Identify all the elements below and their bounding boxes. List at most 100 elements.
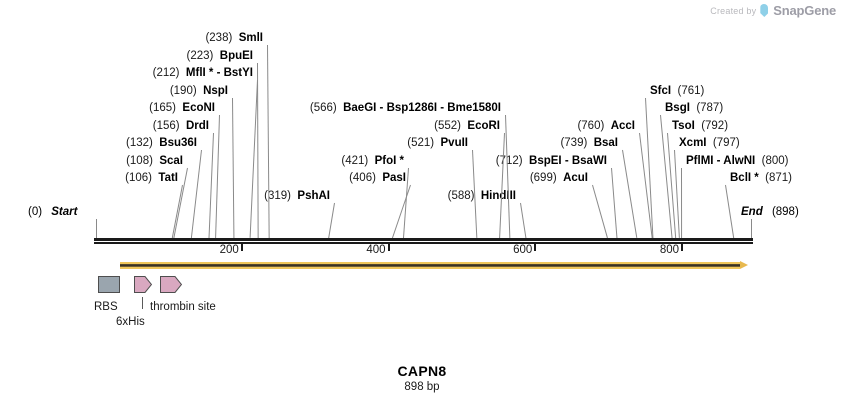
enzyme-leader-line	[328, 202, 335, 239]
enzyme-label[interactable]: (760) AccI	[0, 120, 635, 132]
enzyme-position: (212)	[152, 67, 180, 79]
start-name: Start	[51, 206, 78, 218]
enzyme-position: (421)	[341, 154, 369, 167]
ruler-tick-label: 400	[366, 244, 386, 256]
enzyme-name: XcmI	[679, 137, 707, 149]
enzyme-position: (566)	[309, 102, 337, 114]
start-leader-line	[96, 219, 97, 238]
enzyme-position: (761)	[677, 84, 705, 97]
enzyme-label[interactable]: (212) MflI * - BstYI	[0, 67, 253, 79]
enzyme-position: (238)	[205, 32, 233, 44]
enzyme-name: BspEI - BsaWI	[529, 154, 607, 167]
enzyme-leader-line	[725, 184, 735, 239]
enzyme-label[interactable]: (739) BsaI	[0, 137, 618, 149]
enzyme-position: (792)	[701, 119, 729, 132]
enzyme-label[interactable]: SfcI (761)	[650, 85, 704, 97]
end-name: End	[741, 206, 763, 218]
enzyme-name: TatI	[158, 172, 178, 184]
enzyme-name: PasI	[382, 172, 406, 184]
feature-leader-line	[142, 297, 143, 309]
enzyme-label[interactable]: (132) Bsu36I	[0, 137, 197, 149]
enzyme-label[interactable]: XcmI (797)	[679, 137, 740, 149]
end-position: (898)	[771, 206, 799, 218]
map-title: CAPN8 898 bp	[0, 363, 844, 393]
enzyme-label[interactable]: TsoI (792)	[672, 120, 728, 132]
enzyme-position: (588)	[447, 189, 475, 202]
enzyme-leader-line	[611, 167, 618, 239]
enzyme-position: (800)	[761, 154, 789, 167]
enzyme-name: BsgI	[665, 102, 690, 114]
enzyme-position: (797)	[712, 137, 740, 149]
enzyme-position: (156)	[152, 119, 180, 132]
feature-rbs[interactable]	[98, 276, 120, 293]
enzyme-label[interactable]: (108) ScaI	[0, 155, 183, 167]
enzyme-name: TsoI	[672, 119, 695, 132]
enzyme-position: (190)	[169, 84, 197, 97]
ruler-tick	[534, 244, 537, 251]
enzyme-label[interactable]: (712) BspEI - BsaWI	[0, 155, 607, 167]
enzyme-name: PshAI	[297, 189, 330, 202]
enzyme-name: BsaI	[593, 137, 618, 149]
enzyme-position: (787)	[696, 102, 724, 114]
feature-label: thrombin site	[150, 301, 216, 313]
enzyme-position: (108)	[126, 154, 153, 167]
enzyme-label[interactable]: (319) PshAI	[0, 190, 330, 202]
start-position: (0)	[28, 206, 43, 218]
enzyme-leader-line	[667, 132, 677, 239]
enzyme-name: EcoRI	[467, 119, 500, 132]
enzyme-name: DrdI	[186, 119, 209, 132]
ruler-line-bottom	[94, 242, 753, 244]
enzyme-name: Bsu36I	[159, 137, 197, 149]
snapgene-watermark: Created by SnapGene	[710, 3, 836, 18]
enzyme-label[interactable]: BclI * (871)	[730, 172, 792, 184]
enzyme-label[interactable]: (106) TatI	[0, 172, 178, 184]
enzyme-label[interactable]: (156) DrdI	[0, 120, 209, 132]
snapgene-logo-icon	[760, 4, 769, 17]
enzyme-position: (552)	[434, 119, 462, 132]
feature-6xhis[interactable]	[134, 276, 152, 293]
enzyme-label[interactable]: (190) NspI	[0, 85, 228, 97]
enzyme-name: SfcI	[650, 84, 672, 97]
feature-label: 6xHis	[116, 316, 145, 328]
enzyme-name: PfoI *	[374, 154, 404, 167]
enzyme-label[interactable]: (406) PasI	[0, 172, 406, 184]
feature-label: RBS	[94, 301, 118, 313]
end-label: End (898)	[741, 206, 799, 218]
enzyme-position: (739)	[560, 137, 588, 149]
ruler-tick-label: 600	[513, 244, 533, 256]
enzyme-name: MflI * - BstYI	[185, 67, 253, 79]
ruler-tick	[387, 244, 390, 251]
enzyme-label[interactable]: (238) SmlI	[0, 32, 263, 44]
enzyme-position: (223)	[186, 49, 214, 62]
feature-thrombin-site[interactable]	[160, 276, 182, 293]
enzyme-label[interactable]: (421) PfoI *	[0, 155, 404, 167]
enzyme-label[interactable]: BsgI (787)	[665, 102, 723, 114]
sequence-length: 898 bp	[404, 381, 440, 393]
enzyme-label[interactable]: (699) AcuI	[0, 172, 588, 184]
enzyme-position: (760)	[577, 119, 605, 132]
orf-arrow-head	[740, 261, 748, 269]
enzyme-position: (699)	[529, 172, 557, 184]
enzyme-label[interactable]: PflMI - AlwNI (800)	[686, 155, 788, 167]
enzyme-position: (106)	[125, 172, 153, 184]
enzyme-label[interactable]: (223) BpuEI	[0, 50, 253, 62]
ruler-line-top	[94, 238, 753, 241]
watermark-prefix: Created by	[710, 5, 757, 16]
enzyme-label[interactable]: (165) EcoNI	[0, 102, 215, 114]
enzyme-position: (406)	[349, 172, 376, 184]
enzyme-position: (712)	[495, 154, 523, 167]
enzyme-name: BclI *	[730, 172, 759, 184]
enzyme-name: BaeGI - Bsp1286I - Bme1580I	[343, 102, 501, 114]
enzyme-name: PflMI - AlwNI	[686, 154, 756, 167]
orf-arrow[interactable]	[120, 261, 748, 269]
enzyme-label[interactable]: (521) PvuII	[0, 137, 468, 149]
enzyme-name: SmlI	[238, 32, 263, 44]
enzyme-label[interactable]: (566) BaeGI - Bsp1286I - Bme1580I	[0, 102, 501, 114]
enzyme-position: (871)	[765, 172, 793, 184]
enzyme-label[interactable]: (552) EcoRI	[0, 120, 500, 132]
enzyme-position: (521)	[407, 137, 435, 149]
start-label: (0) Start	[28, 206, 77, 218]
enzyme-position: (319)	[264, 189, 292, 202]
enzyme-leader-line	[257, 62, 259, 239]
ruler-tick-label: 200	[219, 244, 239, 256]
